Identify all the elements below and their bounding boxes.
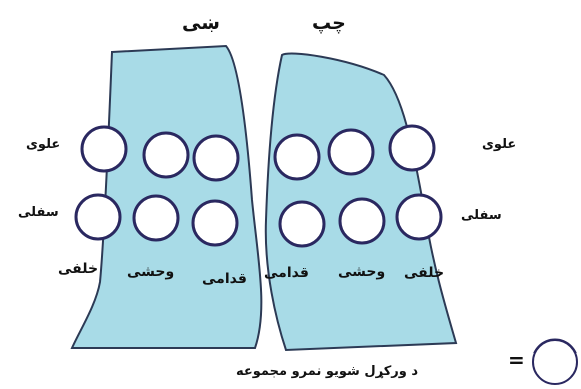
left-lower-label: سفلی — [461, 209, 502, 222]
right-lower-posterior-marker[interactable] — [76, 195, 120, 239]
right-upper-posterior-marker[interactable] — [82, 127, 126, 171]
left-upper-lateral-marker[interactable] — [329, 130, 373, 174]
right-upper-lateral-marker[interactable] — [144, 133, 188, 177]
right-lung-title: ښی — [182, 14, 220, 33]
right-upper-anterior-marker[interactable] — [194, 136, 238, 180]
left-lower-anterior-marker[interactable] — [280, 202, 324, 246]
left-anterior-label: قدامی — [264, 266, 309, 280]
left-upper-posterior-marker[interactable] — [390, 126, 434, 170]
right-lateral-label: وحشی — [127, 265, 174, 279]
footer-total-label: د ورکړل شویو نمرو مجموعه — [236, 364, 418, 379]
right-lower-anterior-marker[interactable] — [193, 201, 237, 245]
right-upper-label: علوی — [26, 138, 60, 151]
left-lower-posterior-marker[interactable] — [397, 195, 441, 239]
left-lung-title: چپ — [312, 14, 346, 33]
left-lower-lateral-marker[interactable] — [340, 199, 384, 243]
right-lower-label: سفلی — [18, 206, 59, 219]
footer-equals-sign: = — [508, 350, 525, 370]
right-anterior-label: قدامی — [202, 272, 247, 286]
left-upper-anterior-marker[interactable] — [275, 135, 319, 179]
left-lateral-label: وحشی — [338, 265, 385, 279]
right-posterior-label: خلفی — [58, 262, 98, 276]
left-posterior-label: خلفی — [404, 266, 444, 280]
right-lower-lateral-marker[interactable] — [134, 196, 178, 240]
left-upper-label: علوی — [482, 138, 516, 151]
